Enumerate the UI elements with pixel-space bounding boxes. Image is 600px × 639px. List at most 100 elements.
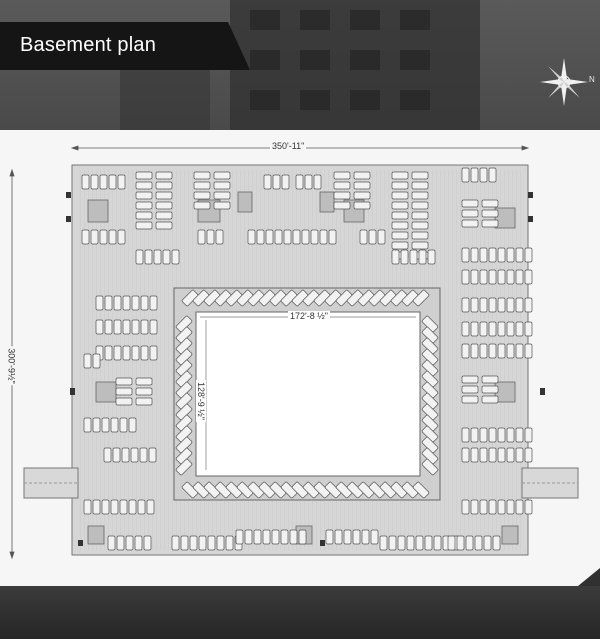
parking-bay xyxy=(135,221,153,230)
parking-bay xyxy=(479,297,488,313)
parking-bay xyxy=(131,345,140,361)
parking-bay xyxy=(134,535,143,551)
parking-bay xyxy=(265,229,274,245)
parking-bay xyxy=(391,171,409,180)
parking-bay xyxy=(193,171,211,180)
parking-bay xyxy=(333,181,351,190)
parking-bay xyxy=(368,229,377,245)
basement-plan-drawing xyxy=(9,145,579,560)
central-court xyxy=(195,311,421,477)
parking-bay xyxy=(411,231,429,240)
parking-bay xyxy=(515,427,524,443)
parking-bay xyxy=(180,535,189,551)
angled-parking-bay xyxy=(175,458,193,476)
parking-bay xyxy=(415,535,424,551)
parking-bay xyxy=(112,447,121,463)
building-window xyxy=(300,50,330,70)
parking-bay xyxy=(391,231,409,240)
parking-bay xyxy=(135,191,153,200)
parking-bay xyxy=(171,535,180,551)
parking-bay xyxy=(465,535,474,551)
building-silhouette xyxy=(120,70,210,130)
parking-bay xyxy=(81,174,90,190)
parking-bay xyxy=(104,295,113,311)
core-east-1 xyxy=(494,207,516,229)
parking-bay xyxy=(121,447,130,463)
parking-bay xyxy=(456,535,465,551)
parking-bay xyxy=(411,241,429,250)
parking-bay xyxy=(155,201,173,210)
parking-bay xyxy=(411,181,429,190)
building-window xyxy=(300,10,330,30)
parking-bay xyxy=(411,221,429,230)
parking-bay xyxy=(90,229,99,245)
parking-bay xyxy=(83,417,92,433)
parking-bay xyxy=(216,535,225,551)
building-window xyxy=(400,50,430,70)
parking-bay xyxy=(135,249,144,265)
parking-bay xyxy=(433,535,442,551)
building-window xyxy=(350,90,380,110)
parking-bay xyxy=(524,427,533,443)
parking-bay xyxy=(108,174,117,190)
parking-bay xyxy=(101,499,110,515)
parking-bay xyxy=(271,529,280,545)
parking-bay xyxy=(298,529,307,545)
parking-bay xyxy=(193,181,211,190)
parking-bay xyxy=(116,535,125,551)
parking-bay xyxy=(515,343,524,359)
parking-bay xyxy=(479,247,488,263)
parking-bay xyxy=(461,447,470,463)
parking-bay xyxy=(310,229,319,245)
parking-bay xyxy=(113,319,122,335)
parking-bay xyxy=(155,221,173,230)
parking-bay xyxy=(397,535,406,551)
parking-bay xyxy=(128,499,137,515)
parking-bay xyxy=(488,447,497,463)
core-north-3 xyxy=(319,191,335,213)
parking-bay xyxy=(524,269,533,285)
parking-bay xyxy=(333,171,351,180)
building-window xyxy=(250,90,280,110)
parking-bay xyxy=(304,174,313,190)
parking-bay xyxy=(319,229,328,245)
parking-bay xyxy=(524,343,533,359)
compass-rose-icon xyxy=(540,58,588,106)
parking-bay xyxy=(155,211,173,220)
overall-width-label: 350'-11" xyxy=(270,141,307,151)
parking-bay xyxy=(411,201,429,210)
parking-bay xyxy=(352,529,361,545)
court-depth-label: 128'-9 ½" xyxy=(195,380,206,422)
parking-bay xyxy=(418,249,427,265)
core-north-west xyxy=(87,199,109,223)
building-window xyxy=(250,10,280,30)
parking-bay xyxy=(197,229,206,245)
overall-depth-label: 300'-9½" xyxy=(6,346,17,386)
parking-bay xyxy=(144,249,153,265)
parking-bay xyxy=(391,211,409,220)
parking-bay xyxy=(171,249,180,265)
parking-bay xyxy=(461,269,470,285)
building-window xyxy=(400,10,430,30)
parking-bay xyxy=(427,249,436,265)
parking-bay xyxy=(333,201,351,210)
parking-bay xyxy=(162,249,171,265)
parking-bay xyxy=(483,535,492,551)
parking-bay xyxy=(143,535,152,551)
parking-bay xyxy=(470,269,479,285)
parking-bay xyxy=(506,447,515,463)
parking-bay xyxy=(506,297,515,313)
parking-bay xyxy=(470,447,479,463)
parking-bay xyxy=(391,181,409,190)
parking-bay xyxy=(391,241,409,250)
parking-bay xyxy=(122,345,131,361)
compass-north-label: N xyxy=(589,75,595,84)
parking-bay xyxy=(497,269,506,285)
parking-bay xyxy=(113,345,122,361)
parking-bay xyxy=(135,387,153,396)
parking-bay xyxy=(488,321,497,337)
parking-bay xyxy=(411,171,429,180)
parking-bay xyxy=(488,269,497,285)
parking-bay xyxy=(506,427,515,443)
parking-bay xyxy=(461,219,479,228)
